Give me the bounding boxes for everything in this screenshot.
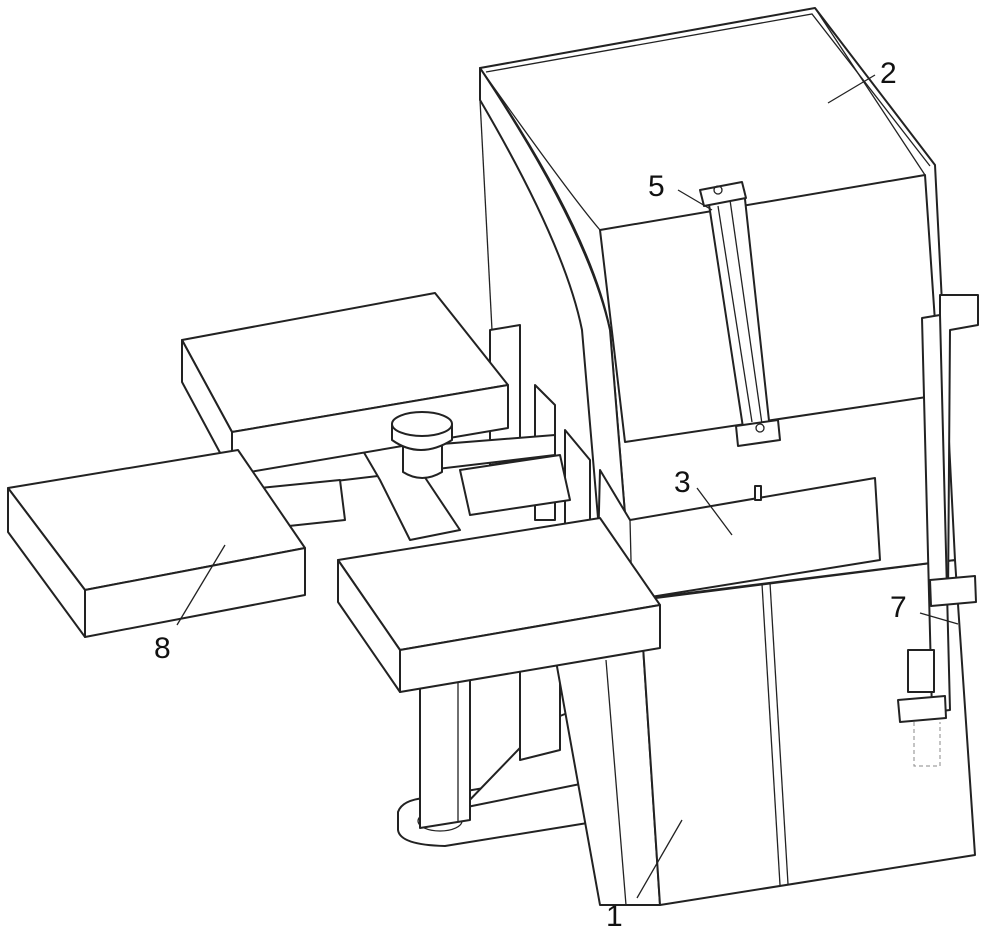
turntable-plate [7, 449, 306, 638]
callout-2: 2 [880, 57, 897, 90]
callout-1: 1 [606, 900, 623, 933]
rear-table [181, 292, 509, 476]
callout-5: 5 [648, 170, 665, 203]
slide-track [699, 181, 781, 447]
callout-labels: 2 5 3 7 8 1 [154, 57, 907, 933]
center-hub [391, 411, 453, 479]
turntable-frame [239, 324, 591, 561]
front-table [337, 517, 661, 693]
callout-8: 8 [154, 632, 171, 665]
callout-3: 3 [674, 466, 691, 499]
side-arm [897, 294, 979, 767]
callout-7: 7 [890, 591, 907, 624]
leader-lines [176, 74, 959, 899]
